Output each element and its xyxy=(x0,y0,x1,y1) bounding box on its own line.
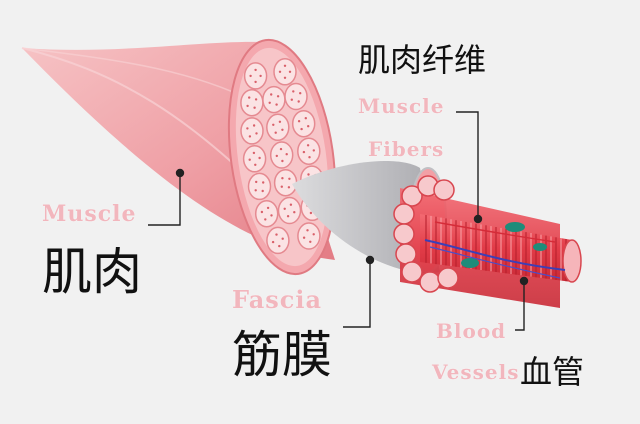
muscle-label-zh: 肌肉 xyxy=(42,243,142,301)
fascicle xyxy=(262,85,286,114)
leader-lines xyxy=(148,111,529,331)
fiber-end xyxy=(393,203,415,225)
fascicle xyxy=(242,145,267,173)
fiber-end xyxy=(401,261,423,283)
blood-label-zh: 血管 xyxy=(520,353,585,391)
fascicle xyxy=(297,222,321,250)
muscle-cross-section xyxy=(227,38,337,276)
fascicle xyxy=(266,113,290,142)
blood-vessel xyxy=(424,239,566,271)
fascicle xyxy=(269,141,294,169)
fiber-end xyxy=(393,223,415,245)
fibers-label-zh: 肌肉纤维 xyxy=(358,41,487,79)
fascicle xyxy=(240,117,264,145)
fiber-end xyxy=(419,271,441,293)
nucleus xyxy=(461,258,479,268)
blood-vessel xyxy=(429,246,561,279)
blood-vessel xyxy=(434,221,556,243)
fascia-label-zh: 筋膜 xyxy=(232,326,332,384)
fascicle xyxy=(297,137,321,165)
fascicle xyxy=(273,58,297,86)
fascicle xyxy=(243,62,268,90)
fascicle xyxy=(240,88,264,117)
blood-label-en-line2: Vessels xyxy=(432,360,520,384)
fiber-end xyxy=(433,179,455,201)
fiber-end xyxy=(437,267,459,289)
fiber-end xyxy=(395,243,417,265)
fibers-label-en-line2: Fibers xyxy=(368,137,445,161)
fascicle xyxy=(284,82,308,111)
fascicle xyxy=(266,226,290,255)
fascia-label-en: Fascia xyxy=(232,285,323,314)
nucleus xyxy=(505,222,525,232)
muscle-label-en: Muscle xyxy=(42,201,137,227)
fascicle xyxy=(254,199,279,228)
fascicle xyxy=(273,168,298,197)
fascicle xyxy=(247,172,272,201)
fibers-label-en-line1: Muscle xyxy=(358,94,445,118)
fascicle xyxy=(277,196,302,225)
fiber-end xyxy=(401,185,423,207)
nucleus xyxy=(533,243,547,251)
blood-label-en-line1: Blood xyxy=(436,319,507,343)
fascicle xyxy=(291,109,316,138)
